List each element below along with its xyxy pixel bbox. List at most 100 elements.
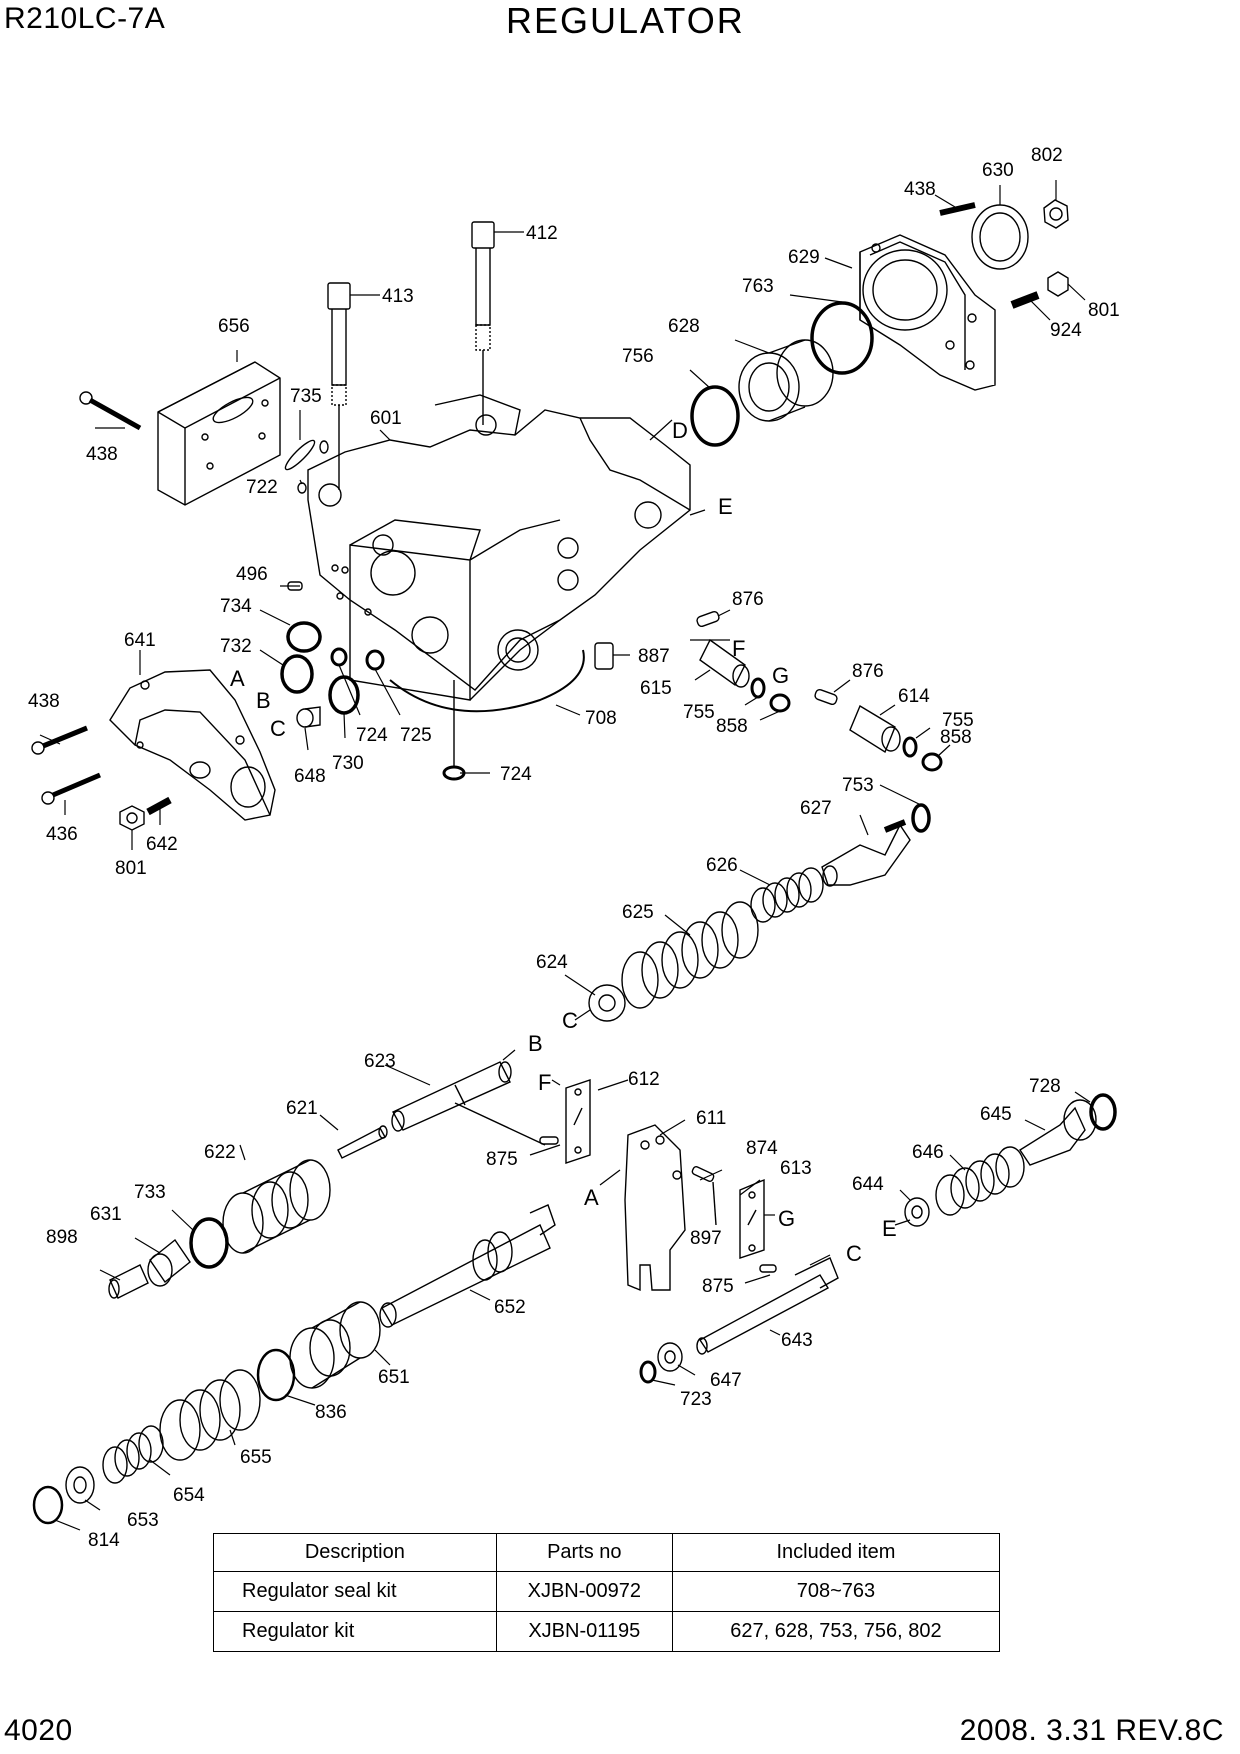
seat-624 — [588, 984, 626, 1022]
part-label: 755 — [942, 710, 974, 731]
screw-436 — [41, 772, 101, 805]
nut-801-flange — [1047, 271, 1069, 297]
rod-621 — [337, 1125, 388, 1159]
oring-730 — [328, 675, 360, 715]
ref-letter: F — [732, 636, 745, 661]
setscrew-642 — [146, 796, 172, 816]
oring-763 — [810, 301, 874, 375]
part-label: 625 — [622, 902, 654, 923]
part-label: 628 — [668, 316, 700, 337]
spring-654 — [102, 1425, 164, 1484]
piston-651 — [289, 1301, 381, 1389]
part-label: 631 — [90, 1204, 122, 1225]
ref-letter: A — [584, 1185, 599, 1210]
ref-letter: G — [772, 663, 789, 688]
part-label: 612 — [628, 1069, 660, 1090]
pin-875-b — [759, 1264, 777, 1273]
plug-615 — [699, 638, 750, 688]
reference-letters: A B C D E F G C B F A G C E — [230, 418, 897, 1266]
sleeve-622 — [222, 1159, 331, 1254]
nut-801-housing — [119, 805, 145, 831]
part-label: 887 — [638, 646, 670, 667]
part-label: 875 — [702, 1276, 734, 1297]
part-label: 924 — [1050, 320, 1082, 341]
oring-733 — [189, 1217, 229, 1269]
ref-letter: G — [778, 1206, 795, 1231]
part-label: 801 — [115, 858, 147, 879]
pin-874 — [691, 1166, 715, 1182]
part-label: 647 — [710, 1370, 742, 1391]
bolt-412 — [471, 221, 495, 425]
part-label: 413 — [382, 286, 414, 307]
ref-letter: F — [538, 1070, 551, 1095]
part-label: 438 — [86, 444, 118, 465]
part-label: 630 — [982, 160, 1014, 181]
ring-631 — [147, 1238, 191, 1287]
ref-letter: C — [562, 1008, 578, 1033]
screw-438-housing — [31, 725, 88, 755]
ref-letter: A — [230, 666, 245, 691]
piston-623 — [391, 1061, 512, 1132]
spring-626 — [750, 867, 824, 923]
ref-letter: E — [882, 1216, 897, 1241]
screw-438-cover — [79, 391, 142, 431]
oring-734 — [286, 621, 322, 653]
spring-655 — [159, 1369, 261, 1461]
regulator-body-601 — [307, 394, 691, 701]
oring-723 — [639, 1360, 657, 1384]
plug-614 — [849, 704, 901, 754]
part-label: 753 — [842, 775, 874, 796]
oring-755-b — [902, 736, 918, 758]
spring-seat-645 — [1019, 1099, 1097, 1166]
snapring-836 — [256, 1348, 296, 1402]
part-label: 621 — [286, 1098, 318, 1119]
ref-letter: D — [672, 418, 688, 443]
leader-623-875 — [454, 1102, 546, 1146]
spring-625 — [621, 901, 759, 1009]
part-label: 623 — [364, 1051, 396, 1072]
part-label: 642 — [146, 834, 178, 855]
part-label: 722 — [246, 477, 278, 498]
oring-735 — [284, 439, 316, 471]
part-label: 858 — [716, 716, 748, 737]
leader-897 — [712, 1181, 717, 1226]
part-label: 652 — [494, 1297, 526, 1318]
part-label: 897 — [690, 1228, 722, 1249]
kit-description: Regulator kit — [213, 1611, 497, 1652]
part-label: 614 — [898, 686, 930, 707]
part-label: 733 — [134, 1182, 166, 1203]
rod-643 — [696, 1257, 839, 1355]
part-label: 624 — [536, 952, 568, 973]
part-label: 412 — [526, 223, 558, 244]
part-label: 627 — [800, 798, 832, 819]
part-label: 613 — [780, 1158, 812, 1179]
oring-732 — [280, 654, 314, 694]
oring-725 — [365, 649, 385, 671]
part-labels: 412 413 656 735 438 722 601 496 734 732 … — [28, 145, 1120, 1551]
kit-included-items: 627, 628, 753, 756, 802 — [671, 1611, 1001, 1652]
part-label: 641 — [124, 630, 156, 651]
nut-802 — [1043, 199, 1069, 229]
kit-table-header-row: Description Parts no Included item — [213, 1533, 1001, 1572]
oring-small-735 — [319, 440, 329, 454]
part-label: 656 — [218, 316, 250, 337]
kit-table: Description Parts no Included item Regul… — [213, 1533, 1001, 1652]
part-label: 601 — [370, 408, 402, 429]
adjust-screw-627 — [821, 819, 911, 887]
part-label: 730 — [332, 753, 364, 774]
spring-646 — [935, 1146, 1025, 1216]
part-label: 651 — [378, 1367, 410, 1388]
part-label: 724 — [500, 764, 532, 785]
pin-887 — [594, 642, 614, 670]
snapring-858-a — [769, 693, 791, 713]
kit-description: Regulator seal kit — [213, 1571, 497, 1612]
part-label: 763 — [742, 276, 774, 297]
part-label: 648 — [294, 766, 326, 787]
part-label: 653 — [127, 1510, 159, 1531]
revision-date: 2008. 3.31 REV.8C — [959, 1714, 1224, 1747]
part-label: 874 — [746, 1138, 778, 1159]
part-label: 875 — [486, 1149, 518, 1170]
kit-part-number: XJBN-00972 — [495, 1571, 673, 1612]
part-label: 814 — [88, 1530, 120, 1551]
part-label: 646 — [912, 1142, 944, 1163]
